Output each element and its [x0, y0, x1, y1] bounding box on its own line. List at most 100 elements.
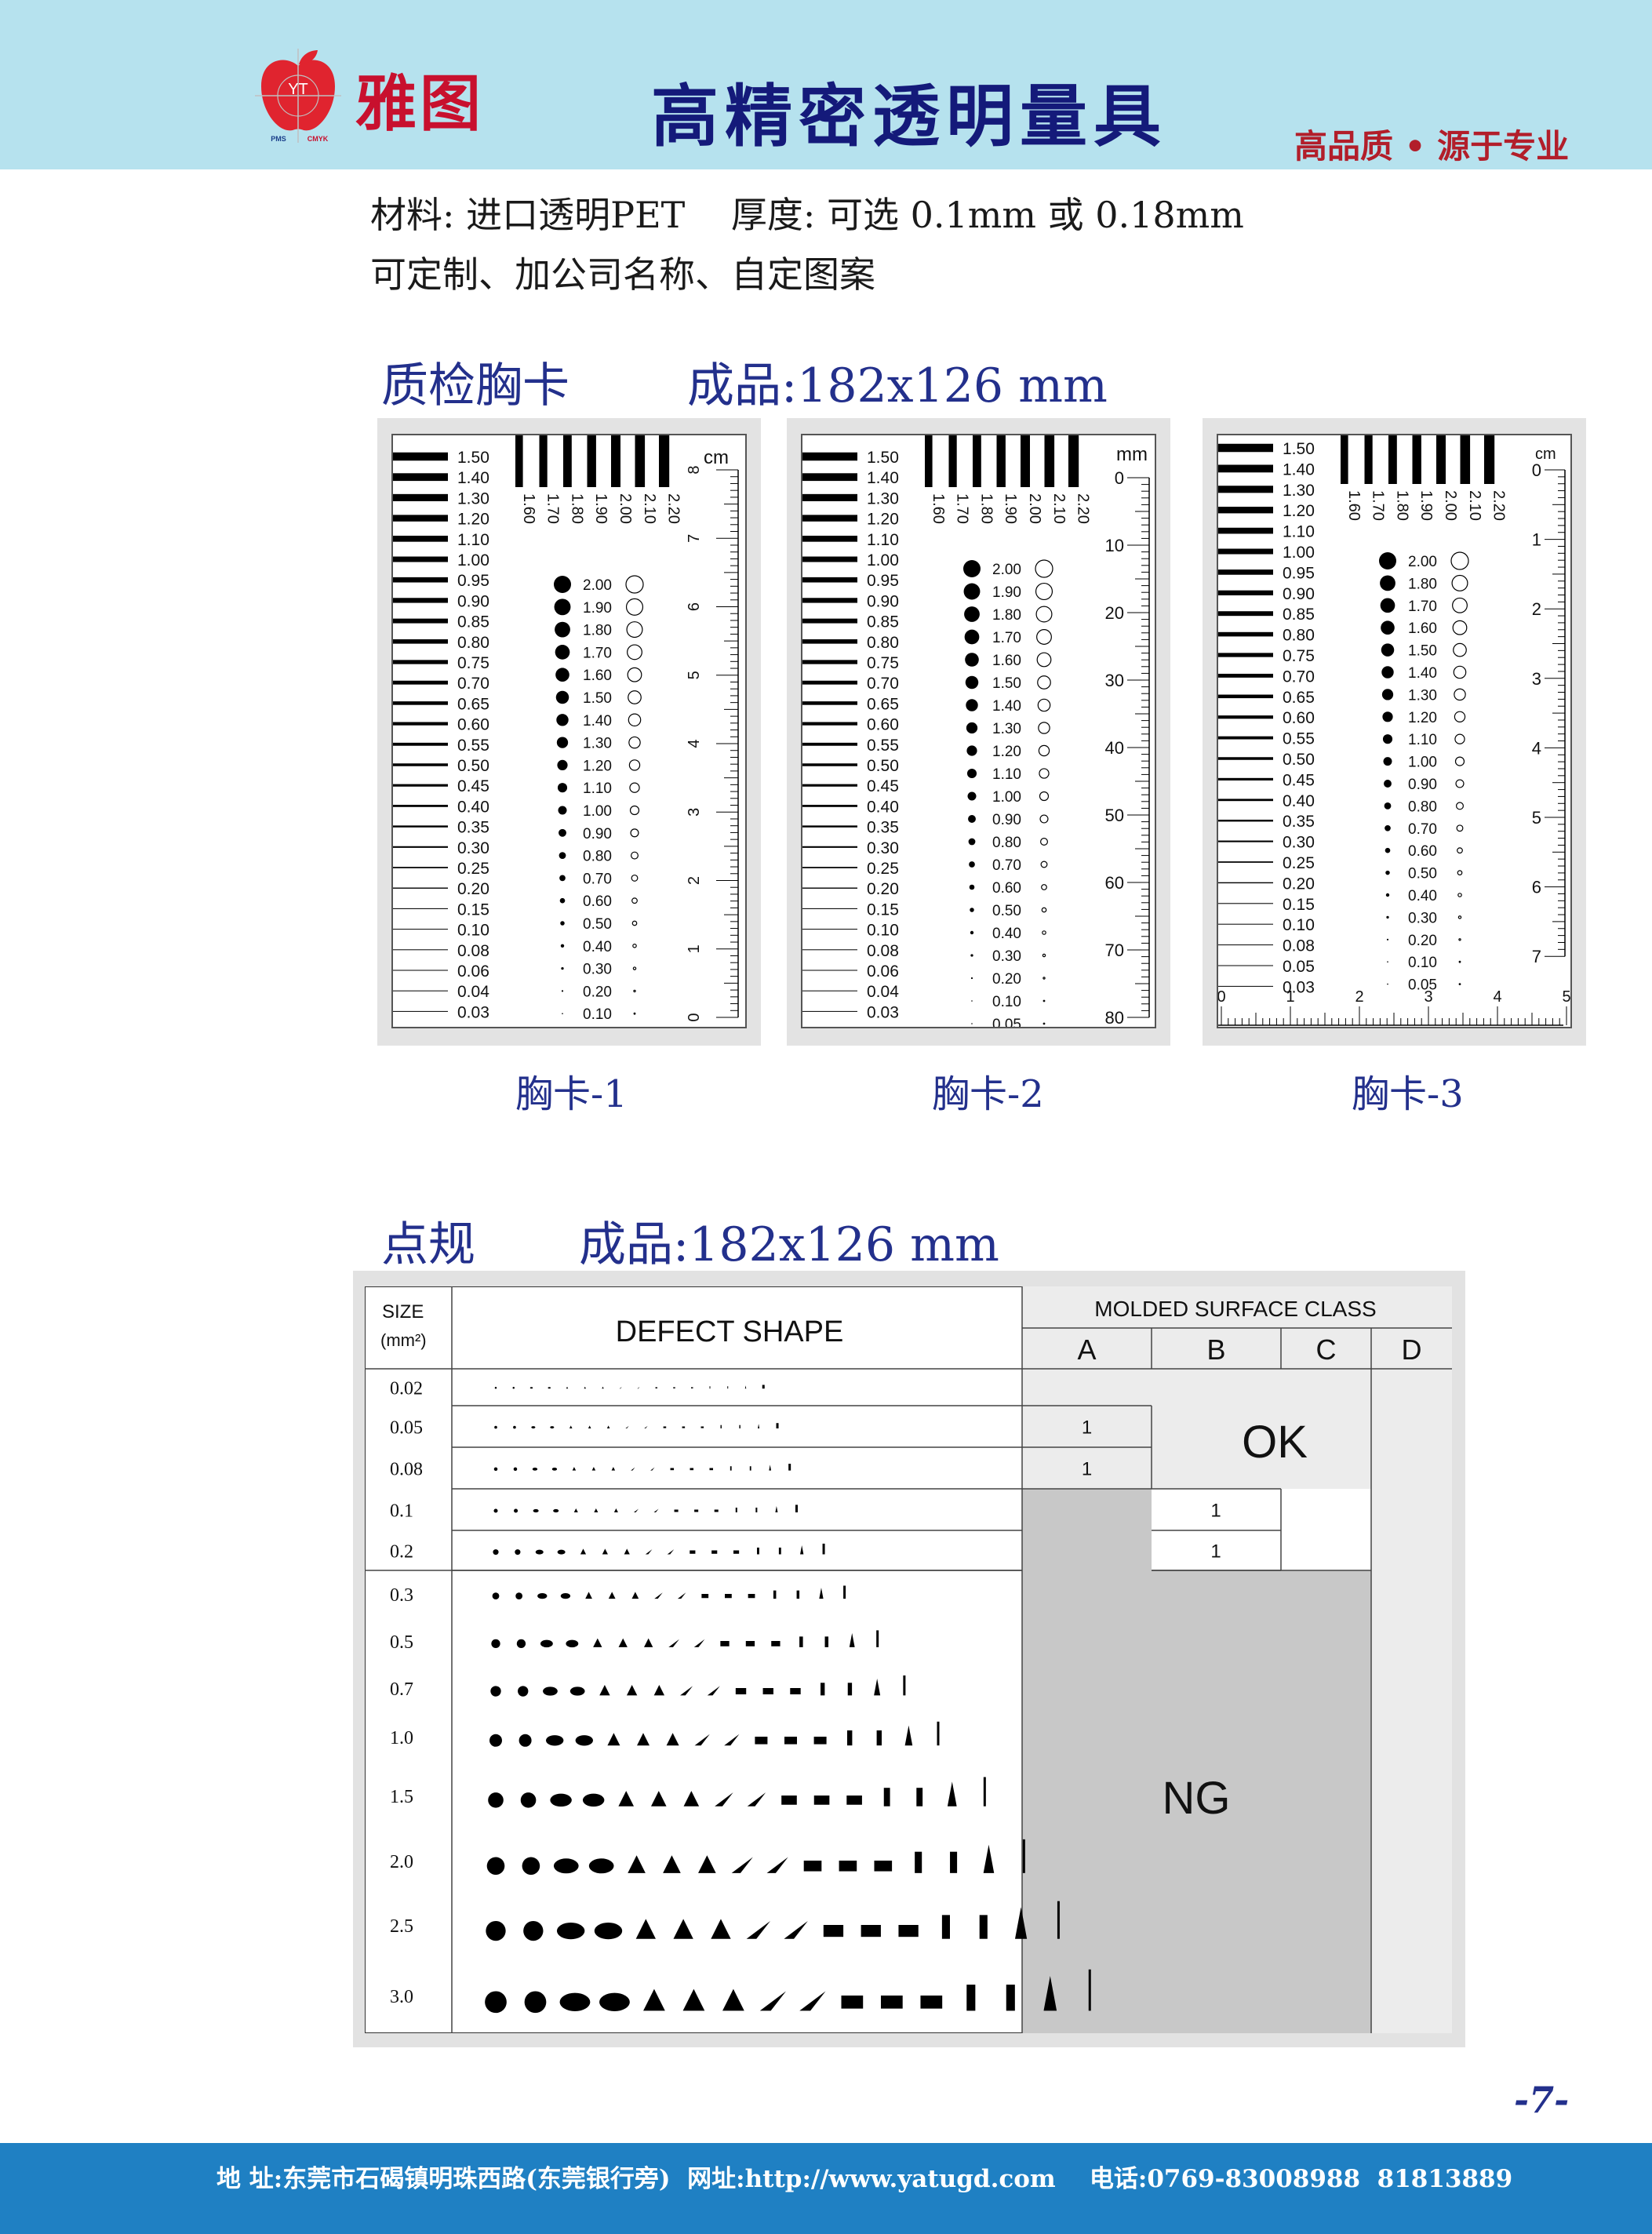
dot-label: 1.80 — [583, 623, 612, 639]
defect-line — [983, 1777, 986, 1806]
bar-width-label: 2.20 — [665, 493, 682, 524]
ruler-unit: cm — [704, 447, 729, 468]
line-width-label: 0.60 — [867, 716, 899, 734]
line-width-bar — [393, 515, 448, 522]
defect-bar — [720, 1424, 722, 1429]
defect-dot — [523, 1920, 544, 1941]
ruler-label: 0 — [686, 1013, 703, 1021]
dot-mark — [1386, 938, 1389, 941]
dot-mark — [554, 599, 571, 616]
dot-mark — [1381, 643, 1395, 657]
dot-mark — [1385, 824, 1391, 831]
dot-mark — [557, 783, 568, 793]
line-width-bar — [1218, 757, 1273, 760]
defect-triangle — [573, 1508, 578, 1513]
defect-rect — [898, 1925, 919, 1937]
dot-label: 1.70 — [1408, 599, 1437, 615]
dot-mark — [1379, 552, 1396, 569]
defect-rect — [841, 1996, 864, 2009]
dot-outline-mark — [1035, 582, 1053, 601]
dot-outline-mark — [1038, 722, 1050, 734]
line-width-bar — [1218, 653, 1273, 657]
line-width-label: 0.03 — [1283, 978, 1315, 996]
defect-ellipse — [582, 1793, 605, 1807]
defect-triangle — [628, 1855, 646, 1873]
dot-label: 0.40 — [583, 939, 612, 955]
defect-triangle — [607, 1733, 620, 1746]
line-width-bar — [802, 1010, 857, 1012]
line-width-label: 0.08 — [457, 942, 489, 960]
line-width-label: 0.06 — [457, 962, 489, 981]
bar-width-label: 2.00 — [1442, 490, 1459, 521]
dot-mark — [1385, 870, 1390, 875]
defect-spike — [947, 1781, 957, 1806]
defect-bar — [757, 1547, 759, 1555]
defect-wedge — [653, 1508, 659, 1513]
line-width-label: 0.04 — [867, 983, 899, 1001]
defect-ellipse — [540, 1639, 553, 1648]
dot-outline-mark — [1039, 814, 1049, 824]
defect-dot — [512, 1387, 515, 1389]
line-width-bar — [393, 763, 448, 766]
dot-mark — [967, 791, 977, 801]
line-width-bar — [802, 908, 857, 909]
defect-triangle — [594, 1508, 599, 1513]
defect-ellipse — [546, 1735, 564, 1746]
dot-label: 0.20 — [992, 971, 1021, 988]
defect-rect — [823, 1925, 844, 1937]
dot-outline-mark — [1451, 574, 1468, 591]
dot-mark — [969, 861, 975, 868]
size-label: 0.02 — [390, 1379, 423, 1399]
defect-line — [776, 1423, 779, 1429]
dot-mark — [970, 908, 974, 912]
dot-outline-mark — [628, 736, 641, 749]
defect-dot — [490, 1686, 501, 1697]
size-label: 0.1 — [390, 1501, 413, 1522]
dot-mark — [968, 838, 976, 846]
dot-label: 1.40 — [1408, 665, 1437, 682]
defect-triangle — [626, 1684, 638, 1696]
dot-outline-mark — [1454, 733, 1465, 744]
dot-outline-mark — [1036, 652, 1052, 668]
line-width-label: 0.35 — [867, 819, 899, 837]
bar-width-label: 1.90 — [592, 493, 609, 524]
defect-ellipse — [553, 1858, 579, 1874]
defect-rect — [846, 1796, 862, 1805]
dot-outline-mark — [1458, 983, 1461, 985]
dot-label: 0.80 — [1408, 799, 1437, 815]
line-width-bar — [1218, 569, 1273, 575]
defect-triangle — [666, 1733, 679, 1746]
line-width-bar — [1218, 882, 1273, 884]
line-width-label: 1.50 — [457, 449, 489, 467]
ruler-label: 4 — [1532, 738, 1541, 758]
dot-label: 0.05 — [992, 1017, 1021, 1027]
defect-wedge — [799, 1991, 826, 2011]
dot-outline-mark — [628, 713, 642, 727]
line-width-label: 1.10 — [457, 531, 489, 549]
line-width-label: 0.85 — [1283, 606, 1315, 624]
ok-label: OK — [1242, 1417, 1308, 1468]
page-number: -7- — [1514, 2079, 1570, 2121]
defect-dot — [493, 1549, 499, 1555]
defect-rect — [711, 1550, 718, 1554]
defect-ellipse — [532, 1467, 538, 1471]
dot-outline-mark — [632, 966, 637, 970]
dot-label: 0.05 — [1408, 977, 1437, 994]
a-count: 1 — [1082, 1417, 1092, 1439]
ruler-label: 0 — [1115, 468, 1124, 488]
defect-spike — [983, 1844, 995, 1873]
line-width-label: 0.50 — [1283, 751, 1315, 769]
line-width-bar — [393, 722, 448, 726]
defect-bar — [883, 1788, 890, 1806]
ng-label: NG — [1163, 1773, 1231, 1824]
defect-bar — [778, 1547, 781, 1555]
line-width-bar — [393, 660, 448, 664]
dot-mark — [1385, 847, 1391, 853]
bar-width-mark — [635, 435, 646, 487]
defect-ellipse — [531, 1426, 536, 1429]
defect-rect — [735, 1688, 747, 1695]
dot-outline-mark — [1043, 977, 1046, 980]
line-width-bar — [802, 949, 857, 951]
ruler-label: 0 — [1532, 460, 1541, 480]
line-width-bar — [393, 680, 448, 685]
